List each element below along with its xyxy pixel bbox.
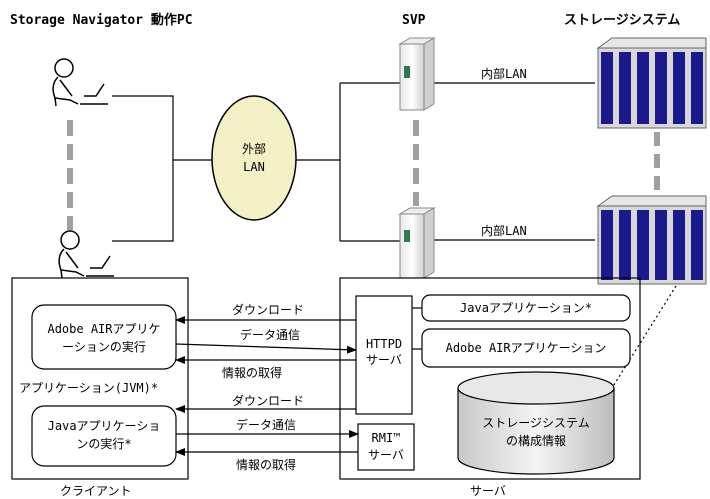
client-air-box bbox=[31, 304, 177, 370]
client-java-box-line1: Javaアプリケーショ bbox=[47, 419, 161, 433]
storage-header: ストレージシステム bbox=[564, 13, 681, 28]
flow-arrows bbox=[175, 316, 359, 456]
rmi-label-line1: RMI™ bbox=[371, 431, 401, 445]
client-java-box bbox=[31, 405, 177, 467]
client-air-box-line1: Adobe AIRアプリケ bbox=[47, 322, 161, 336]
flow-download-2: ダウンロード bbox=[232, 394, 305, 408]
rmi-server-box bbox=[357, 423, 415, 471]
server-air-app-label: Adobe AIRアプリケーション bbox=[445, 341, 607, 355]
server-air-app-box bbox=[421, 328, 631, 368]
external-lan-label-line1: 外部 bbox=[241, 142, 266, 156]
pc-user-icon-bottom bbox=[58, 230, 114, 279]
network-lines bbox=[112, 82, 595, 242]
storage-rack-top bbox=[596, 37, 707, 129]
storage-config-link bbox=[611, 285, 677, 389]
flow-info-get-2: 情報の取得 bbox=[236, 458, 297, 472]
server-java-app-label: Javaアプリケーション* bbox=[460, 301, 592, 315]
svp-device-bottom bbox=[398, 207, 436, 279]
db-label-line1: ストレージシステム bbox=[482, 416, 590, 430]
pc-header: Storage Navigator 動作PC bbox=[10, 13, 193, 28]
httpd-label-line1: HTTPD bbox=[365, 337, 403, 351]
external-lan-label-line2: LAN bbox=[243, 160, 265, 174]
client-java-box-line2: ンの実行* bbox=[76, 437, 132, 451]
internal-lan-label-bottom: 内部LAN bbox=[481, 224, 527, 238]
internal-lan-label-top: 内部LAN bbox=[481, 67, 527, 81]
flow-info-get-1: 情報の取得 bbox=[222, 366, 283, 380]
db-label-line2: の構成情報 bbox=[505, 434, 566, 448]
client-caption: クライアント bbox=[60, 484, 132, 498]
rmi-label-line2: サーバ bbox=[368, 448, 404, 462]
client-frame bbox=[11, 277, 189, 480]
flow-data-comm-1: データ通信 bbox=[240, 328, 301, 342]
flow-download-1: ダウンロード bbox=[232, 303, 305, 317]
storage-rack-bottom bbox=[596, 195, 707, 285]
httpd-label-line2: サーバ bbox=[366, 353, 402, 367]
svp-device-top bbox=[398, 37, 436, 111]
server-caption: サーバ bbox=[470, 484, 506, 498]
pc-user-icon-top bbox=[52, 58, 108, 107]
client-air-box-line2: ーションの実行 bbox=[62, 340, 146, 354]
svp-header: SVP bbox=[402, 13, 426, 28]
external-lan-ellipse bbox=[211, 95, 297, 221]
client-application-label: アプリケーション(JVM)* bbox=[19, 381, 159, 395]
server-frame bbox=[339, 277, 641, 480]
storage-config-database bbox=[457, 371, 615, 475]
httpd-server-box bbox=[355, 295, 413, 415]
flow-data-comm-2: データ通信 bbox=[236, 418, 297, 432]
